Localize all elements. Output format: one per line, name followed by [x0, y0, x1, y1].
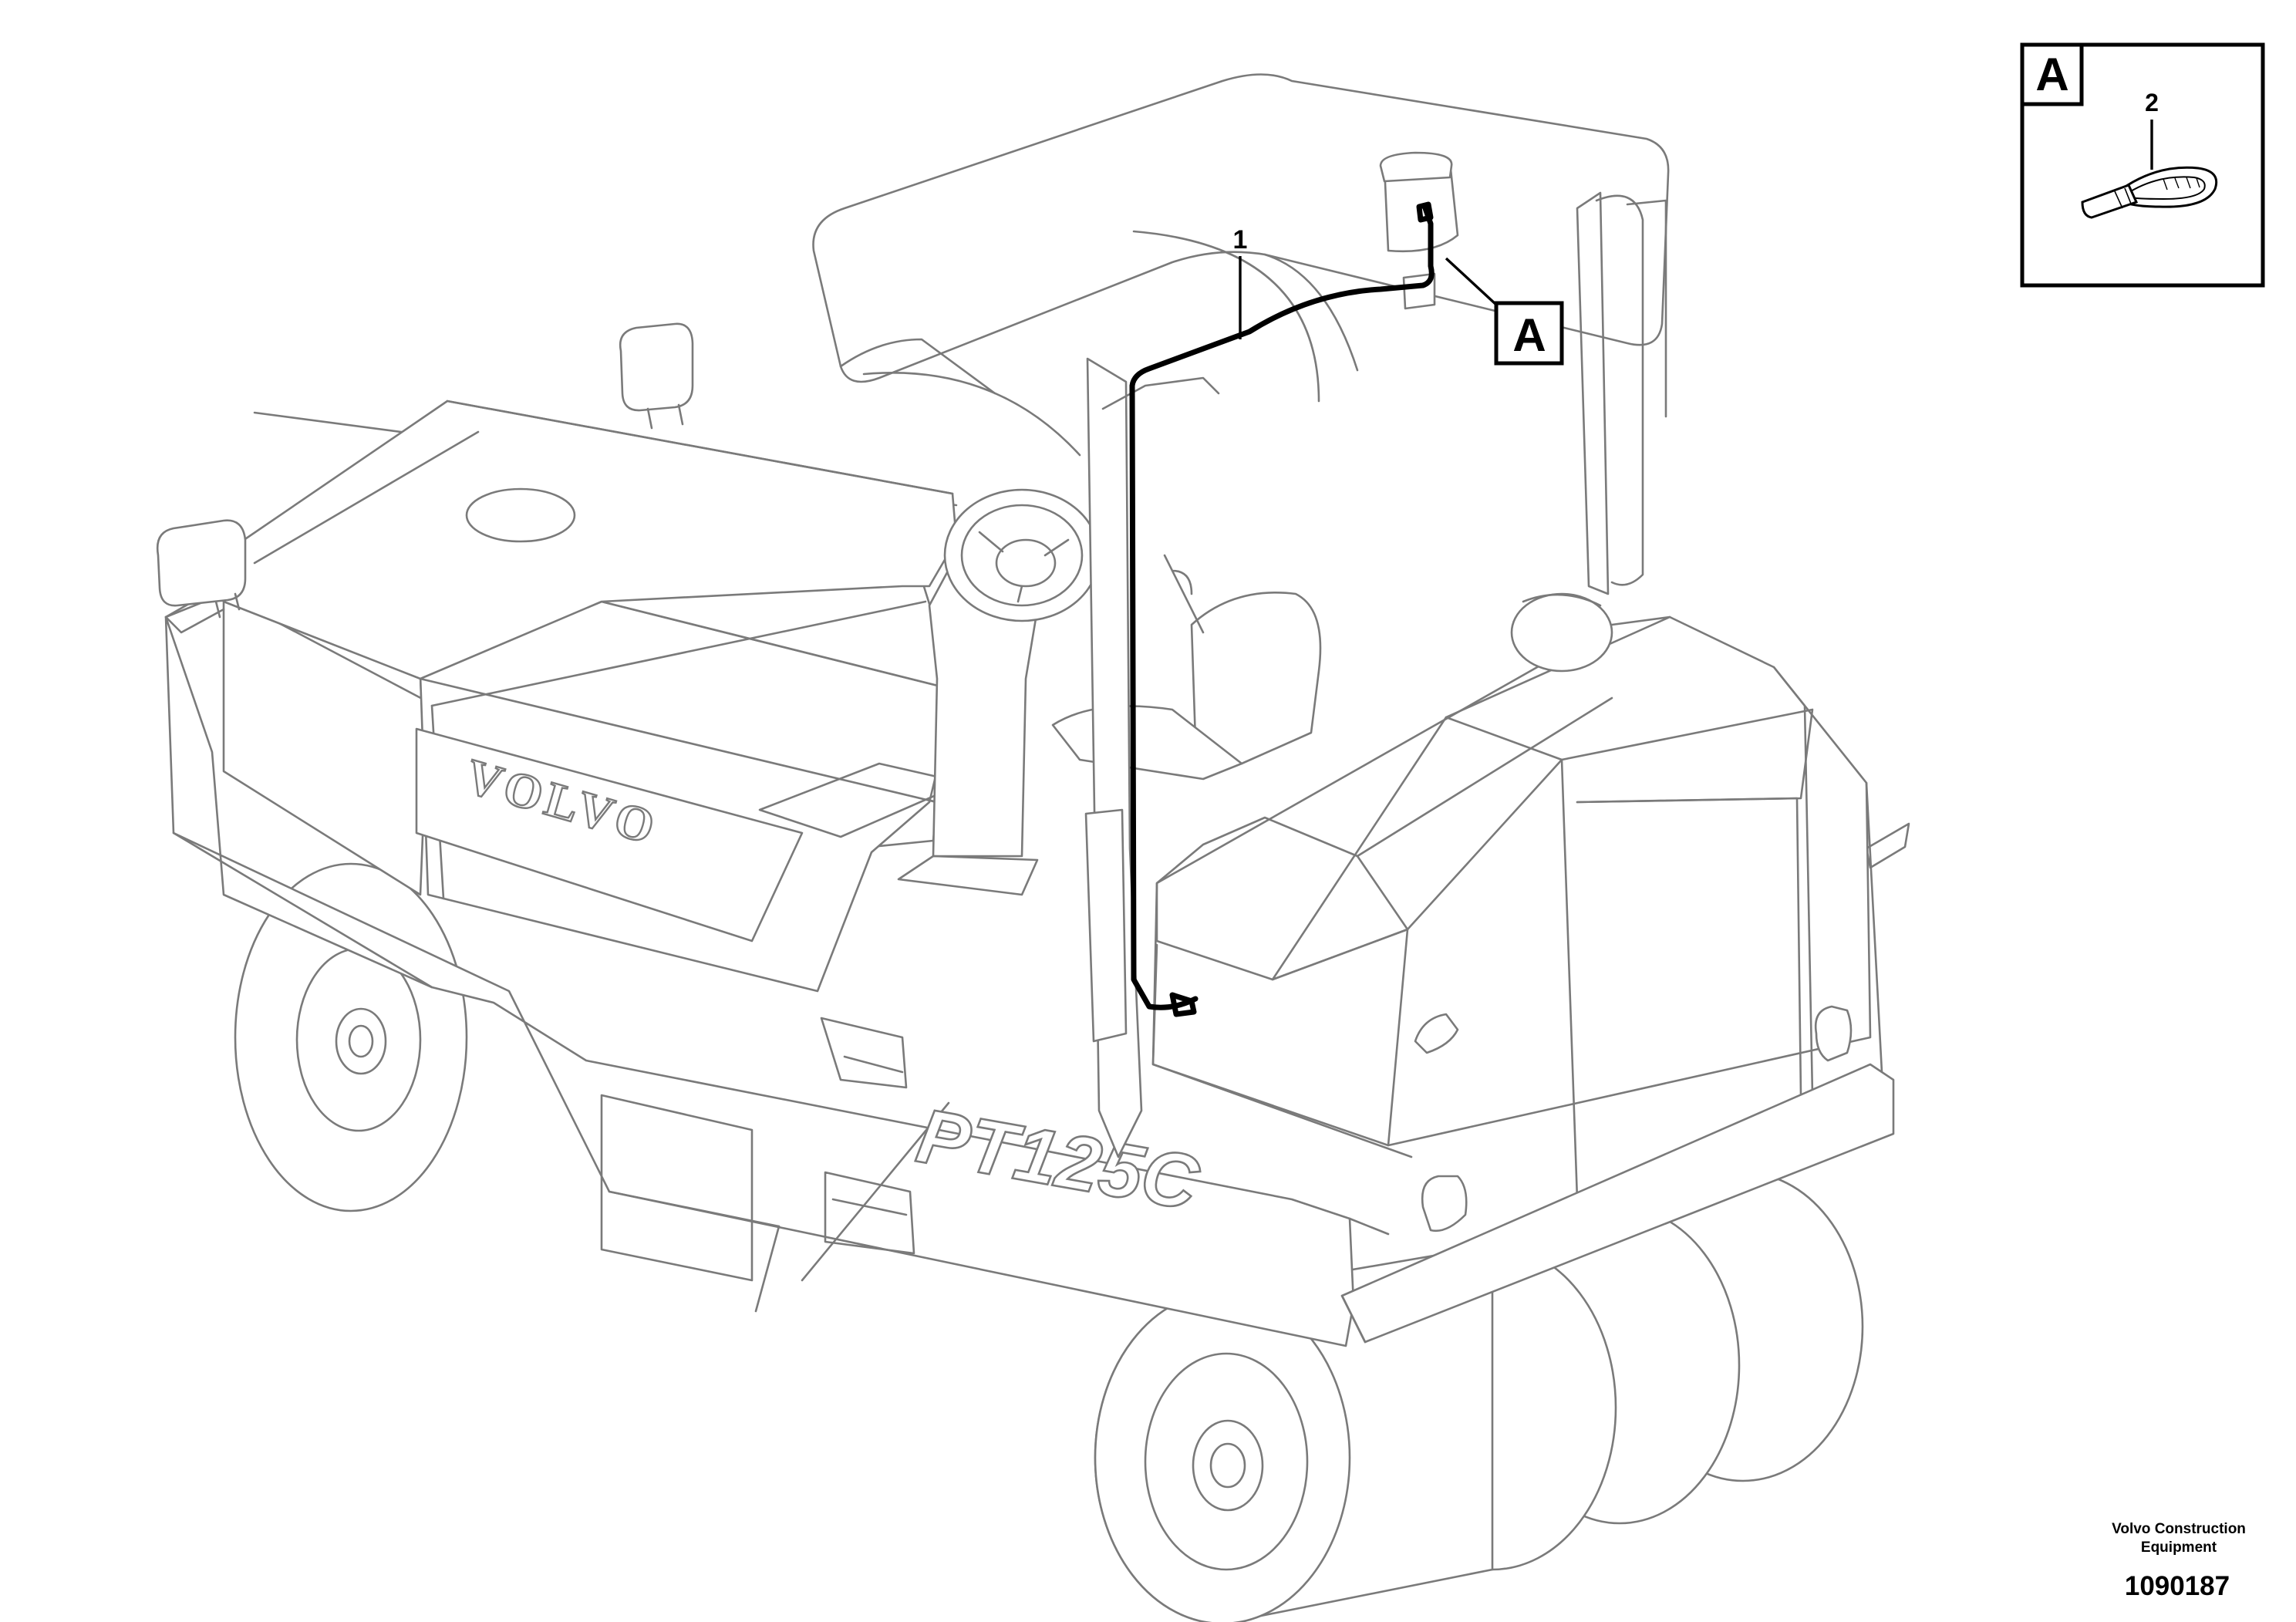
- front-wheels: [1094, 1171, 1864, 1622]
- side-panel: [1084, 808, 1128, 1043]
- front-housing: [1151, 592, 1895, 1344]
- cable-harness: [1129, 201, 1435, 1017]
- cable-connector-bottom: [1169, 992, 1197, 1017]
- roller-machine-outline: PT125C VOLVO: [156, 73, 1910, 1622]
- callout-detail-ref: A: [1445, 257, 1564, 366]
- title-block: Volvo Construction Equipment 1090187: [2112, 1521, 2246, 1601]
- company-name-line1: Volvo Construction: [2112, 1521, 2246, 1537]
- detail-view-a: A 2: [2020, 42, 2265, 288]
- rear-hood: VOLVO: [164, 400, 966, 993]
- company-name-line2: Equipment: [2141, 1539, 2217, 1556]
- cable-tie-icon: [2081, 166, 2218, 219]
- callout-2-label: 2: [2145, 89, 2159, 116]
- cable-connector-top: [1416, 201, 1434, 223]
- callout-1-label: 1: [1233, 225, 1248, 255]
- callout-1: 1: [1233, 225, 1248, 339]
- detail-ref-label: A: [1512, 309, 1546, 361]
- detail-title-box: [2020, 42, 2084, 106]
- detail-title-label: A: [2035, 49, 2068, 100]
- drawing-number: 1090187: [2125, 1571, 2230, 1601]
- mirrors: [156, 322, 1910, 869]
- detail-ref-box: [1494, 301, 1564, 366]
